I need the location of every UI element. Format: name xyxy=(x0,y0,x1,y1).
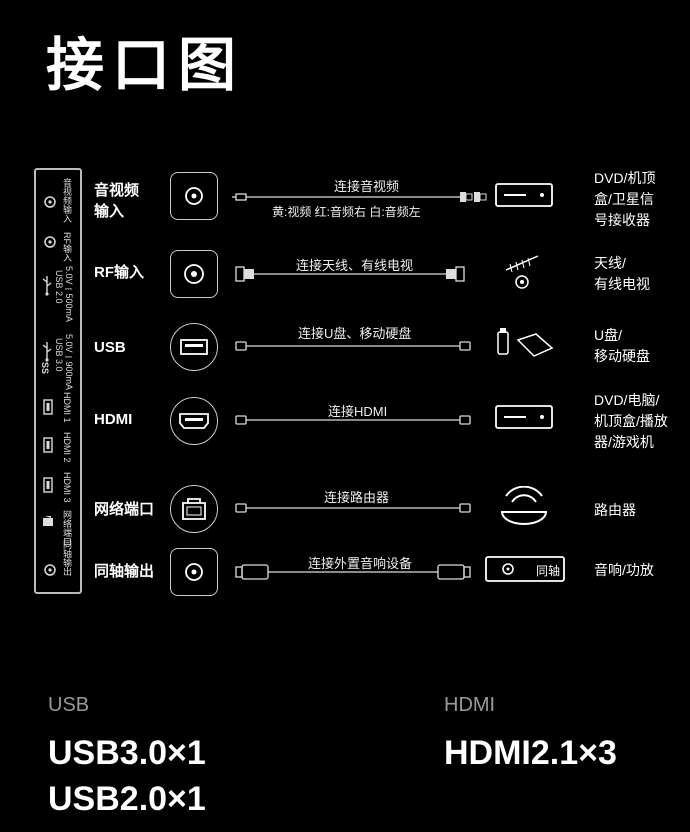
device-label-av: DVD/机顶 盒/卫星信 号接收器 xyxy=(594,168,655,231)
row-label-rf: RF输入 xyxy=(94,262,144,283)
panel-label-hdmi3: HDMI 3 xyxy=(62,472,72,503)
cable-label-hdmi: 连接HDMI xyxy=(328,404,388,419)
coaxial-jack-icon xyxy=(44,564,56,576)
panel-label-coax: 同轴输出 xyxy=(62,540,72,576)
device-label-line: 天线/ xyxy=(594,255,626,271)
row-label-coax: 同轴输出 xyxy=(94,561,154,582)
spec-value-hdmi: HDMI2.1×3 xyxy=(444,734,617,772)
amplifier-icon xyxy=(485,556,565,582)
hdmi-port-icon xyxy=(170,397,218,445)
panel-label-hdmi1: HDMI 1 xyxy=(62,392,72,423)
player-box-icon xyxy=(495,405,553,429)
panel-label-usb3-power: 5.0V⎓900mA xyxy=(64,334,74,391)
spec-value-usb3: USB3.0×1 xyxy=(48,734,206,772)
device-label-line: DVD/机顶 xyxy=(594,170,656,186)
cable-label-usb: 连接U盘、移动硬盘 xyxy=(298,326,412,341)
av-port-icon xyxy=(170,172,218,220)
panel-label-usb3: USB 3.0 xyxy=(54,338,64,372)
device-label-lan: 路由器 xyxy=(594,500,636,521)
panel-label-rf: RF输入 xyxy=(62,232,72,262)
usb-symbol-icon xyxy=(42,276,52,296)
cable-label-rf: 连接天线、有线电视 xyxy=(296,258,414,273)
cable-label-coax: 连接外置音响设备 xyxy=(308,556,413,571)
usb-cable-icon xyxy=(235,341,471,351)
cable-label-lan: 连接路由器 xyxy=(324,490,390,505)
device-label-line: 器/游戏机 xyxy=(594,434,654,450)
coaxial-port-icon xyxy=(170,548,218,596)
usb-drive-icon xyxy=(497,328,554,357)
device-label-line: 移动硬盘 xyxy=(594,348,650,364)
hdmi-slot-icon xyxy=(43,477,53,493)
device-label-line: 号接收器 xyxy=(594,212,650,228)
coaxial-cable-icon xyxy=(235,564,471,580)
router-icon xyxy=(500,486,548,525)
panel-label-lan: 网络端口 xyxy=(62,510,72,546)
hdmi-cable-icon xyxy=(235,415,471,425)
row-label-line: 同轴输出 xyxy=(94,563,155,580)
spec-heading-usb: USB xyxy=(48,694,90,716)
rf-jack-icon xyxy=(44,236,56,248)
device-label-hdmi: DVD/电脑/ 机顶盒/播放 器/游戏机 xyxy=(594,390,668,453)
device-label-usb: U盘/ 移动硬盘 xyxy=(594,325,650,367)
cable-label-av: 连接音视频 xyxy=(334,179,400,194)
row-label-av: 音视频 输入 xyxy=(94,180,139,222)
antenna-icon xyxy=(505,255,539,289)
panel-label-av: 音视频输入 xyxy=(62,178,72,223)
row-label-line: 音视频 xyxy=(94,182,140,199)
row-label-line: RF输入 xyxy=(94,264,144,281)
row-label-line: HDMI xyxy=(94,411,133,428)
row-label-line: 网络端口 xyxy=(94,501,155,518)
device-label-line: 路由器 xyxy=(594,502,636,518)
row-label-line: USB xyxy=(94,339,126,356)
rf-cable-icon xyxy=(235,266,465,282)
ethernet-cable-icon xyxy=(235,503,471,513)
hdmi-slot-icon xyxy=(43,437,53,453)
device-label-rf: 天线/ 有线电视 xyxy=(594,253,650,295)
av-cable-icon xyxy=(232,192,487,202)
row-label-line: 输入 xyxy=(94,203,125,220)
tv-side-panel: 音视频输入 RF输入 USB 2.0 5.0V⎓500mA SS USB 3.0… xyxy=(34,168,82,594)
device-label-line: 机顶盒/播放 xyxy=(594,413,668,429)
device-label-line: U盘/ xyxy=(594,327,622,343)
page-title: 接口图 xyxy=(46,33,245,98)
device-label-coax: 音响/功放 xyxy=(594,560,654,581)
set-top-box-icon xyxy=(495,183,553,207)
device-label-line: 有线电视 xyxy=(594,276,650,292)
device-label-line: 音响/功放 xyxy=(594,562,654,578)
panel-label-usb2-power: 5.0V⎓500mA xyxy=(64,266,74,323)
panel-label-usb2: USB 2.0 xyxy=(54,270,64,304)
ethernet-jack-icon xyxy=(43,516,53,526)
cable-sublabel-av: 黄:视频 红:音频右 白:音频左 xyxy=(272,205,421,219)
panel-label-hdmi2: HDMI 2 xyxy=(62,432,72,463)
amplifier-badge: 同轴 xyxy=(536,564,561,578)
panel-label-ss: SS xyxy=(40,362,50,375)
row-label-usb: USB xyxy=(94,337,126,358)
hdmi-slot-icon xyxy=(43,399,53,415)
spec-value-usb2: USB2.0×1 xyxy=(48,780,206,818)
device-label-line: 盒/卫星信 xyxy=(594,191,654,207)
row-label-lan: 网络端口 xyxy=(94,499,154,520)
usb-port-icon xyxy=(170,323,218,371)
spec-heading-hdmi: HDMI xyxy=(444,694,496,716)
row-label-hdmi: HDMI xyxy=(94,409,132,430)
rf-port-icon xyxy=(170,250,218,298)
av-jack-icon xyxy=(44,196,56,208)
ethernet-port-icon xyxy=(170,485,218,533)
device-label-line: DVD/电脑/ xyxy=(594,392,660,408)
usb-ss-symbol-icon xyxy=(42,342,52,362)
